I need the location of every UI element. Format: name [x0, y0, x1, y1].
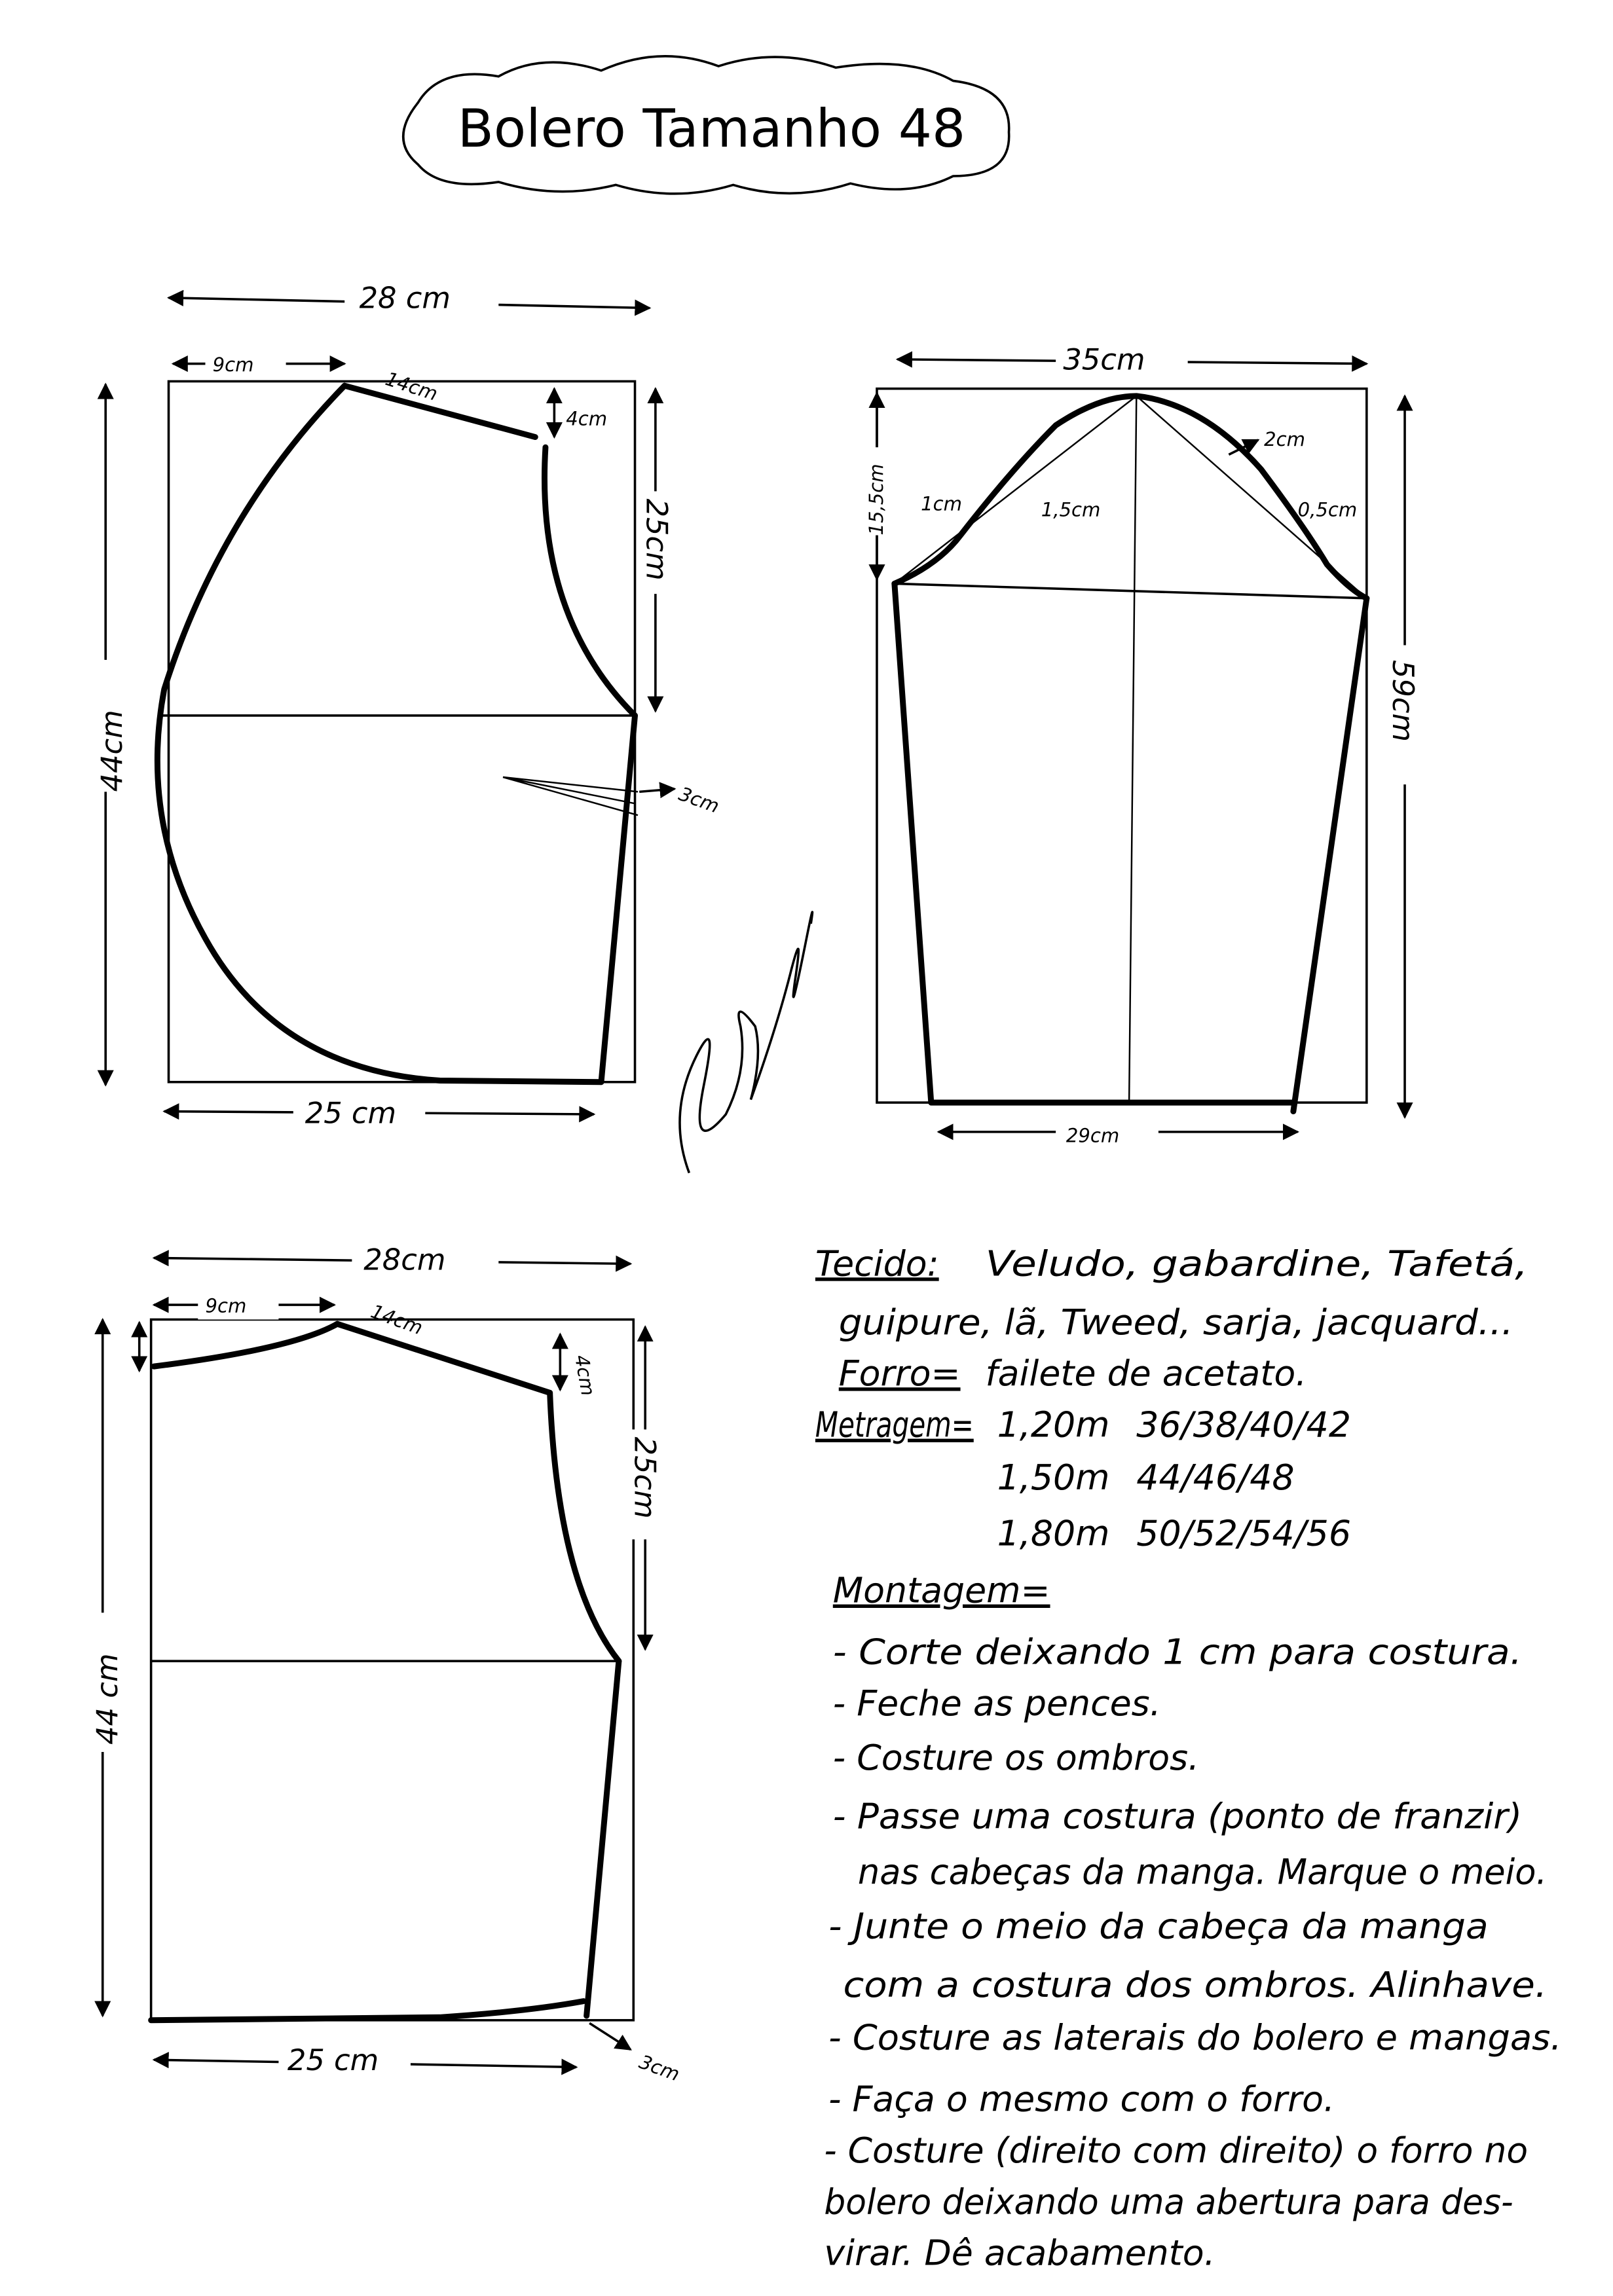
lining-label: Forro= [839, 1353, 961, 1394]
back-neck-width-label: 9cm [205, 1294, 246, 1317]
front-neck-width-label: 9cm [213, 354, 254, 376]
front-width-top-label: 28 cm [360, 281, 451, 316]
assembly-line: - Costure (direito com direito) o forro … [824, 2130, 1528, 2171]
assembly-line: com a costura dos ombros. Alinhave. [843, 1964, 1547, 2005]
fabric-line-1: Veludo, gabardine, Tafetá, [986, 1243, 1528, 1284]
sleeve-offset-2-label: 2cm [1264, 428, 1305, 450]
sleeve-width-bottom-label: 29cm [1066, 1125, 1119, 1147]
sleeve-cap-height-label: 15,5cm [865, 464, 887, 535]
back-armhole-height-label: 25cm [628, 1437, 663, 1519]
yardage-amount-1: 1,20m [997, 1404, 1110, 1446]
back-width-top-label: 28cm [363, 1242, 445, 1277]
assembly-line: - Faça o mesmo com o forro. [828, 2079, 1335, 2120]
front-dart-label: 3cm [676, 782, 722, 817]
yardage-sizes-2: 44/46/48 [1136, 1457, 1294, 1498]
sleeve-offset-15-label: 1,5cm [1041, 498, 1101, 520]
materials-notes: Tecido: Veludo, gabardine, Tafetá, guipu… [815, 1243, 1528, 1554]
sleeve-pattern-piece: 35cm 15,5cm 1cm 1,5cm 2cm 0,5cm 59cm 29c… [857, 337, 1427, 1150]
back-length-label: 44 cm [90, 1653, 124, 1744]
yardage-amount-3: 1,80m [997, 1512, 1110, 1554]
fabric-label: Tecido: [815, 1243, 939, 1284]
assembly-line: - Feche as pences. [833, 1683, 1161, 1724]
sleeve-offset-1-label: 1cm [921, 492, 962, 515]
assembly-line: - Costure os ombros. [833, 1737, 1199, 1778]
signature [678, 911, 814, 1174]
fabric-line-2: guipure, lã, Tweed, sarja, jacquard... [839, 1302, 1513, 1343]
assembly-instructions: Montagem= - Corte deixando 1 cm para cos… [824, 1570, 1561, 2274]
sleeve-width-top-label: 35cm [1063, 342, 1145, 377]
assembly-line: bolero deixando uma abertura para des- [824, 2181, 1513, 2222]
assembly-line: - Costure as laterais do bolero e mangas… [828, 2017, 1562, 2058]
back-pattern-piece: 28cm 9cm 14cm 4cm 25cm 44 cm 25 cm 3cm [82, 1239, 682, 2085]
front-width-bottom-label: 25 cm [305, 1095, 396, 1130]
front-shoulder-drop-label: 4cm [566, 408, 607, 430]
back-shoulder-label: 14cm [368, 1300, 426, 1339]
assembly-line: nas cabeças da manga. Marque o meio. [858, 1851, 1547, 1893]
sleeve-offset-05-label: 0,5cm [1298, 498, 1358, 520]
assembly-line: - Junte o meio da cabeça da manga [828, 1905, 1489, 1946]
sleeve-length-label: 59cm [1386, 660, 1420, 742]
front-pattern-piece: 28 cm 9cm 14cm 4cm 25cm 44cm 3cm 25 cm [88, 276, 722, 1131]
title-cloud: Bolero Tamanho 48 [402, 55, 1010, 195]
back-shoulder-drop-label: 4cm [570, 1353, 599, 1398]
assembly-line: - Passe uma costura (ponto de franzir) [833, 1795, 1522, 1836]
assembly-line: virar. Dê acabamento. [824, 2232, 1215, 2274]
page-title: Bolero Tamanho 48 [458, 98, 966, 160]
yardage-label: Metragem= [815, 1404, 974, 1446]
yardage-sizes-1: 36/38/40/42 [1136, 1404, 1351, 1446]
yardage-amount-2: 1,50m [997, 1457, 1110, 1498]
lining-value: failete de acetato. [986, 1353, 1307, 1394]
yardage-sizes-3: 50/52/54/56 [1136, 1512, 1351, 1554]
front-armhole-height-label: 25cm [639, 499, 674, 581]
assembly-line: - Corte deixando 1 cm para costura. [833, 1631, 1522, 1673]
front-length-label: 44cm [94, 710, 129, 792]
back-width-bottom-label: 25 cm [287, 2043, 379, 2077]
assembly-label: Montagem= [833, 1570, 1050, 1611]
back-side-offset-label: 3cm [637, 2050, 683, 2085]
